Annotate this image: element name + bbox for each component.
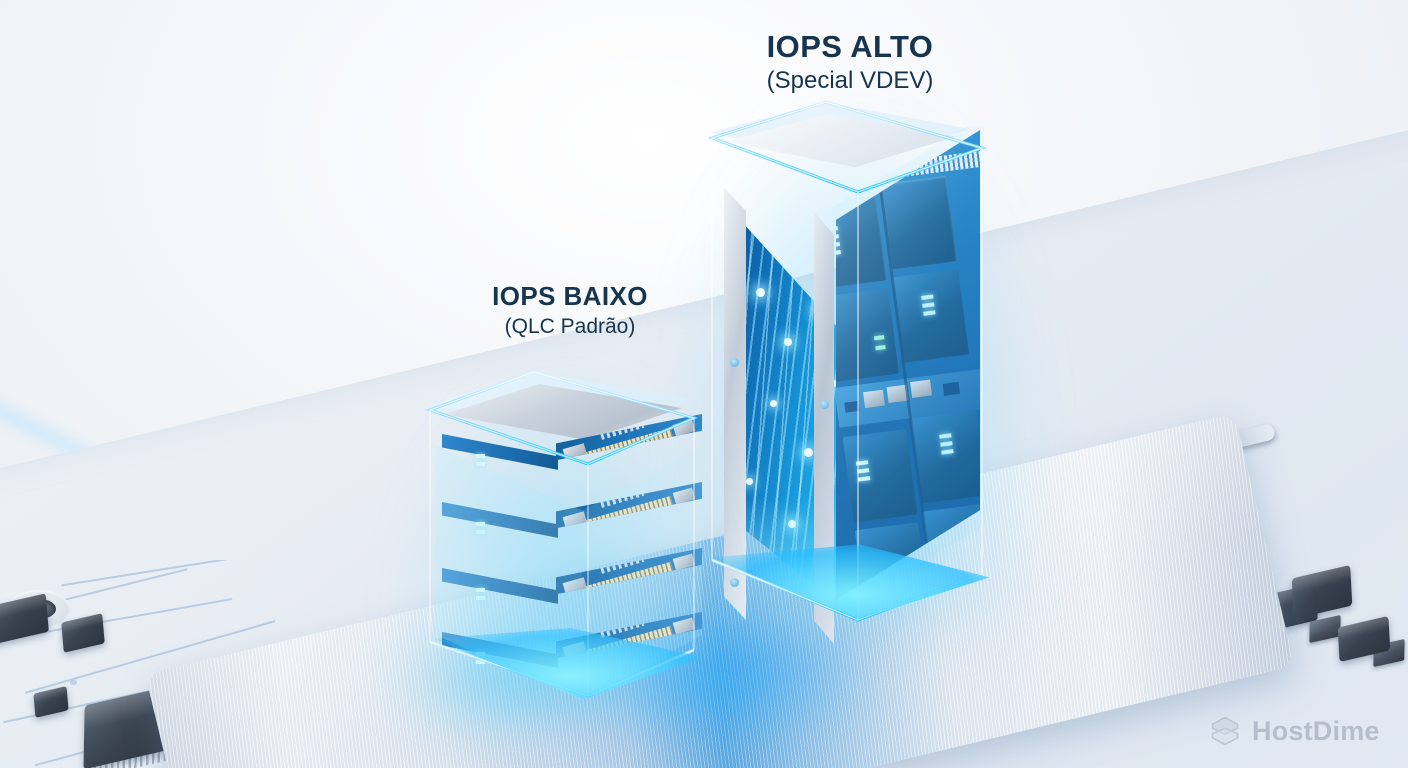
tower-glass-edges: [707, 100, 987, 622]
hostdime-logo: HostDime: [1208, 714, 1380, 748]
layer-led: [476, 462, 485, 466]
layer-led: [476, 660, 485, 664]
label-high-iops: IOPS ALTO (Special VDEV): [690, 28, 1010, 96]
layer-led: [476, 454, 485, 458]
tower-ssd-pcb-face: [836, 130, 980, 600]
layer-led: [476, 522, 485, 526]
bracket-screw: [820, 400, 829, 409]
tower-bracket-left: [724, 187, 746, 620]
layer-led: [476, 588, 485, 592]
label-high-iops-title: IOPS ALTO: [766, 29, 934, 64]
qlc-standard-ssd-stack: [392, 360, 742, 710]
bracket-screw: [730, 578, 739, 587]
label-high-iops-subtitle: (Special VDEV): [766, 67, 934, 94]
layer-led: [476, 530, 485, 534]
hostdime-logo-text: HostDime: [1252, 715, 1380, 746]
special-vdev-ssd-tower: [666, 80, 1046, 644]
hexagon-layers-icon: [1211, 716, 1239, 746]
tower-bracket-mid: [814, 211, 834, 644]
label-low-iops: IOPS BAIXO (QLC Padrão): [408, 280, 732, 340]
label-low-iops-subtitle: (QLC Padrão): [504, 315, 636, 338]
bracket-screw: [730, 358, 739, 367]
layer-led: [476, 596, 485, 600]
label-low-iops-title: IOPS BAIXO: [492, 281, 648, 311]
